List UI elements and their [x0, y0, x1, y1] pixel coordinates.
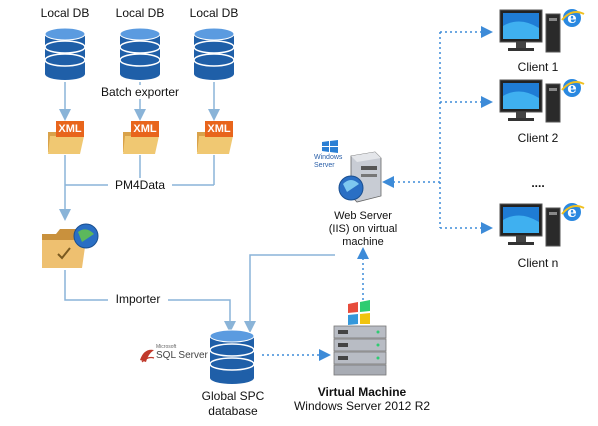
database-icon-1 [44, 27, 86, 80]
xml-folder-icon-1: XML [46, 120, 86, 156]
xml-folder-icon-2: XML [121, 120, 161, 156]
xml-folder-icon-3: XML [195, 120, 235, 156]
shared-folder-globe-icon [42, 223, 99, 268]
server-rack-icon [333, 300, 387, 376]
web-server-label-line2: (IIS) on virtual [328, 223, 398, 235]
global-db-label-line2: database [208, 404, 258, 418]
xml-label-2: XML [133, 123, 157, 135]
windows-server-logo: Windows Server [312, 140, 352, 174]
database-icon-3 [193, 27, 235, 80]
local-db-label-3: Local DB [189, 6, 239, 20]
pm4data-label: PM4Data [108, 178, 172, 192]
client-label-n: Client n [517, 256, 559, 270]
svg-text:e: e [567, 203, 577, 221]
sql-server-text: SQL Server [156, 350, 208, 361]
global-database-icon [209, 329, 255, 384]
global-db-label-line1: Global SPC [201, 389, 265, 403]
client-label-1: Client 1 [517, 60, 559, 74]
xml-label-3: XML [207, 123, 231, 135]
clients-ellipsis: .... [531, 176, 545, 190]
xml-label-1: XML [58, 123, 82, 135]
sql-server-logo: Microsoft SQL Server [138, 344, 208, 366]
windows-server-brand-line2: Server [314, 162, 335, 169]
sql-server-microsoft: Microsoft [156, 344, 177, 350]
local-db-label-1: Local DB [40, 6, 90, 20]
batch-exporter-label: Batch exporter [92, 85, 188, 99]
web-server-label-line3: machine [342, 236, 384, 248]
client-computer-icon-2: e [499, 79, 585, 123]
vm-title: Virtual Machine [317, 385, 407, 399]
importer-label: Importer [108, 292, 168, 306]
client-computer-icon-1: e [499, 9, 585, 53]
web-server-icon [338, 151, 382, 203]
web-server-label-line1: Web Server [334, 210, 392, 222]
client-label-2: Client 2 [517, 131, 559, 145]
svg-text:e: e [567, 79, 577, 97]
windows-server-brand-line1: Windows [314, 154, 343, 161]
vm-subtitle: Windows Server 2012 R2 [293, 399, 431, 413]
client-computer-icon-n: e [499, 203, 585, 247]
svg-text:e: e [567, 9, 577, 27]
database-icon-2 [119, 27, 161, 80]
connector-webserver-db [244, 254, 335, 333]
local-db-label-2: Local DB [115, 6, 165, 20]
